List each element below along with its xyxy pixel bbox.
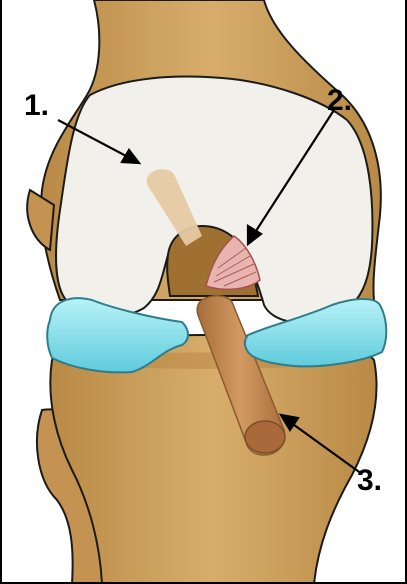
tibia [50, 335, 376, 584]
label-3: 3. [357, 466, 382, 496]
label-2: 2. [327, 86, 352, 116]
label-1: 1. [24, 91, 49, 121]
